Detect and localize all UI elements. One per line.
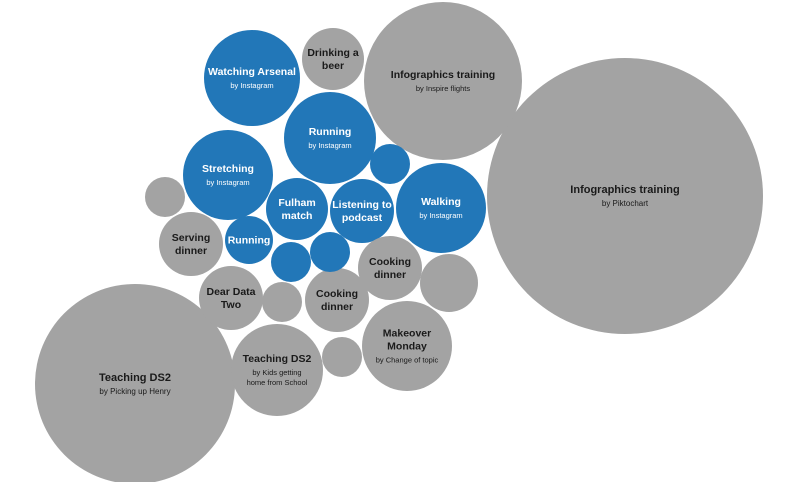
bubble-label: beer <box>322 60 344 72</box>
bubble-circle <box>396 163 486 253</box>
bubble-circle <box>159 212 223 276</box>
bubble-circle <box>370 144 410 184</box>
bubble: Infographics training by Inspire flights <box>364 2 522 160</box>
bubble-circle <box>183 130 273 220</box>
bubble-circle <box>310 232 350 272</box>
bubble-circle <box>362 301 452 391</box>
bubble-sublabel: home from School <box>247 378 308 387</box>
bubble-sublabel: by Instagram <box>230 81 273 90</box>
bubble: Infographics training by Piktochart <box>487 58 763 334</box>
bubble-sublabel: by Inspire flights <box>416 84 470 93</box>
bubble-circle <box>358 236 422 300</box>
bubble <box>262 282 302 322</box>
bubble-label: Running <box>309 126 352 138</box>
bubble-sublabel: by Instagram <box>308 141 351 150</box>
bubble-label: Walking <box>421 196 461 208</box>
bubble: Running by Instagram <box>284 92 376 184</box>
bubble-circle <box>330 179 394 243</box>
bubble: Stretching by Instagram <box>183 130 273 220</box>
bubble-label: Stretching <box>202 163 254 175</box>
bubble-circle <box>225 216 273 264</box>
bubble-sublabel: by Change of topic <box>376 356 439 365</box>
bubble-label: dinner <box>374 269 406 281</box>
bubble-circle <box>364 2 522 160</box>
bubble-circle <box>199 266 263 330</box>
bubble-label: Makeover <box>383 328 431 340</box>
bubble-label: Dear Data <box>206 286 255 298</box>
bubble-label: Serving <box>172 232 211 244</box>
bubble-circle <box>284 92 376 184</box>
bubble-label: Teaching DS2 <box>99 372 171 384</box>
bubble-label: Teaching DS2 <box>243 353 312 365</box>
bubble-label: dinner <box>321 301 353 313</box>
bubble-label: Drinking a <box>307 47 359 59</box>
bubble-circle <box>262 282 302 322</box>
bubble-label: Infographics training <box>391 69 495 81</box>
bubble-label: Listening to <box>332 199 392 211</box>
bubble-circle <box>266 178 328 240</box>
bubble-sublabel: by Instagram <box>419 211 462 220</box>
bubble-circle <box>204 30 300 126</box>
bubble-label: Monday <box>387 341 427 353</box>
bubble-circle <box>271 242 311 282</box>
bubble <box>145 177 185 217</box>
bubble <box>310 232 350 272</box>
bubble-circle <box>145 177 185 217</box>
bubble <box>370 144 410 184</box>
bubble-circle <box>322 337 362 377</box>
bubble-circle <box>302 28 364 90</box>
bubble <box>420 254 478 312</box>
bubble-label: Infographics training <box>570 184 679 196</box>
bubble-label: Cooking <box>369 256 411 268</box>
bubble-circle <box>487 58 763 334</box>
bubble: Running <box>225 216 273 264</box>
bubble <box>322 337 362 377</box>
bubble-sublabel: by Piktochart <box>602 199 649 208</box>
bubble-label: Fulham <box>278 197 315 209</box>
bubble: Teaching DS2 by Picking up Henry <box>35 284 235 482</box>
bubble: Walking by Instagram <box>396 163 486 253</box>
bubble-sublabel: by Kids getting <box>252 368 301 377</box>
bubble-label: Cooking <box>316 288 358 300</box>
bubble-label: match <box>282 210 313 222</box>
bubble-label: Running <box>228 235 271 247</box>
bubble-label: Watching Arsenal <box>208 66 296 78</box>
bubble-circle <box>420 254 478 312</box>
bubble-label: podcast <box>342 212 383 224</box>
bubble: Watching Arsenal by Instagram <box>204 30 300 126</box>
bubble-circle <box>35 284 235 482</box>
bubble-sublabel: by Instagram <box>206 178 249 187</box>
bubble-sublabel: by Picking up Henry <box>99 387 170 396</box>
bubble-circle <box>231 324 323 416</box>
bubble-label: Two <box>221 299 241 311</box>
bubble-label: dinner <box>175 245 207 257</box>
bubble-circle <box>305 268 369 332</box>
bubble <box>271 242 311 282</box>
